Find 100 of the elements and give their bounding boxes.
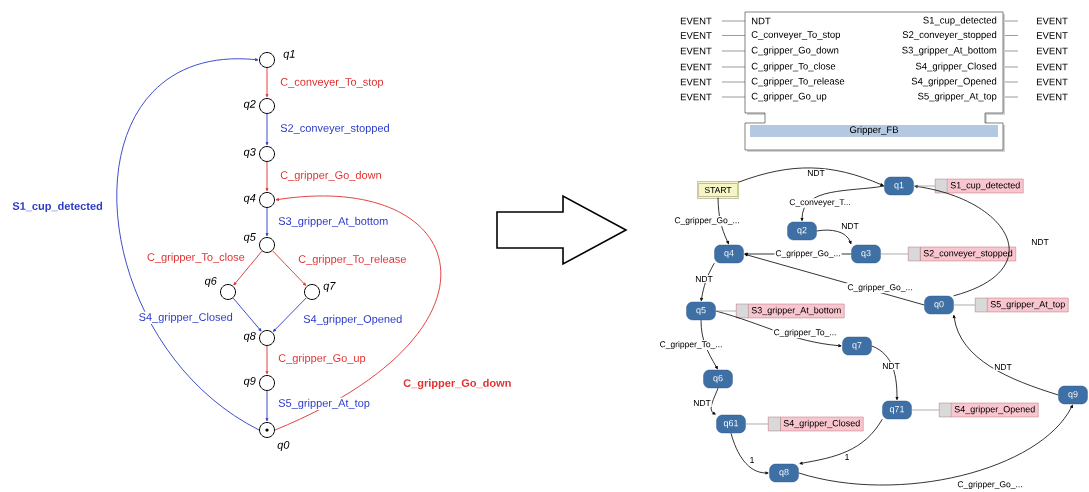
edge-label: NDT bbox=[692, 399, 712, 407]
state-box: q2 bbox=[787, 221, 817, 241]
arrow bbox=[232, 297, 262, 332]
edge-label: C_gripper_To_release bbox=[297, 253, 408, 267]
edge-label: C_gripper_Go_... bbox=[774, 249, 842, 259]
start-box: START bbox=[697, 181, 739, 199]
arrow bbox=[265, 67, 269, 98]
state-box: q5 bbox=[686, 301, 716, 321]
connector-line bbox=[911, 409, 940, 411]
action-box: S2_conveyer_stopped bbox=[908, 246, 1016, 262]
edge-label: S4_gripper_Closed bbox=[137, 311, 234, 325]
state-label: q1 bbox=[283, 50, 295, 60]
arrow bbox=[116, 58, 260, 431]
arrow bbox=[233, 250, 263, 286]
arrow bbox=[265, 345, 269, 375]
edge-label: NDT bbox=[806, 169, 826, 177]
edge-label: C_gripper_Go_... bbox=[956, 480, 1024, 490]
arrow bbox=[952, 314, 1059, 396]
port-label: S1_cup_detected bbox=[923, 16, 997, 26]
port-label: S4_gripper_Closed bbox=[915, 62, 997, 72]
state-label: q9 bbox=[243, 377, 256, 387]
pin-label: EVENT bbox=[680, 93, 712, 101]
arrow bbox=[717, 197, 729, 245]
pin-label: EVENT bbox=[1037, 17, 1068, 25]
edge-label: S2_conveyer_stopped bbox=[279, 122, 391, 136]
action-box: S4_gripper_Closed bbox=[768, 416, 864, 432]
state-label: q6 bbox=[204, 277, 217, 287]
arrow bbox=[710, 387, 719, 415]
state-box: q6 bbox=[703, 369, 733, 389]
pin-label: EVENT bbox=[680, 47, 712, 55]
pin-label: EVENT bbox=[1037, 47, 1068, 55]
state-box: q71 bbox=[882, 400, 912, 420]
action-box: S5_gripper_At_top bbox=[975, 297, 1069, 313]
arrow bbox=[272, 297, 307, 332]
edge-label: C_conveyer_To_stop bbox=[279, 77, 385, 89]
arrow bbox=[265, 161, 269, 192]
state-label: q5 bbox=[243, 233, 256, 243]
arrow bbox=[265, 207, 269, 237]
arrow bbox=[737, 167, 884, 186]
port-label: C_conveyer_To_stop bbox=[751, 31, 841, 40]
port-label: C_gripper_To_release bbox=[751, 77, 845, 87]
arrow bbox=[798, 404, 1073, 486]
connector-line bbox=[953, 304, 976, 306]
edge-label: C_gripper_Go_up bbox=[277, 352, 367, 366]
edge-label: S3_gripper_At_bottom bbox=[277, 215, 390, 229]
edge-label: NDT bbox=[881, 362, 901, 370]
pin-label: EVENT bbox=[680, 63, 712, 71]
edge-label: C_conveyer_T... bbox=[788, 198, 852, 208]
pin-label: EVENT bbox=[1037, 78, 1068, 86]
edge-label: C_gripper_To_... bbox=[772, 328, 838, 338]
state-box: q61 bbox=[716, 414, 746, 434]
port-label: S2_conveyer_stopped bbox=[902, 31, 997, 40]
state-box: q7 bbox=[842, 336, 872, 356]
action-box: S3_gripper_At_bottom bbox=[736, 303, 845, 319]
edge-label: C_gripper_Go_... bbox=[846, 283, 914, 293]
arrow bbox=[265, 390, 269, 422]
port-label: S4_gripper_Opened bbox=[911, 77, 997, 87]
state-label: q2 bbox=[243, 100, 256, 110]
connector-line bbox=[745, 423, 769, 425]
state-box: q8 bbox=[769, 463, 799, 483]
arrow bbox=[800, 185, 885, 222]
connector-line bbox=[880, 253, 909, 255]
arrow bbox=[914, 185, 1010, 297]
action-box: S4_gripper_Opened bbox=[939, 402, 1039, 418]
arrow bbox=[730, 432, 769, 475]
arrow bbox=[816, 229, 852, 245]
edge-label: C_gripper_Go_down bbox=[402, 377, 513, 391]
state-label: q8 bbox=[243, 332, 256, 342]
edge-label: C_gripper_To_... bbox=[658, 340, 724, 350]
edge-label: S4_gripper_Opened bbox=[302, 313, 404, 327]
state-label: q4 bbox=[243, 194, 256, 204]
arrow bbox=[700, 262, 715, 302]
port-label: C_gripper_Go_down bbox=[751, 46, 839, 56]
state-box: q3 bbox=[851, 244, 881, 264]
port-label: NDT bbox=[752, 17, 771, 25]
arrow bbox=[700, 319, 718, 370]
arrow bbox=[799, 418, 883, 465]
edge-label: S5_gripper_At_top bbox=[277, 397, 371, 411]
pin-label: EVENT bbox=[680, 78, 712, 86]
edge-label: C_gripper_Go_... bbox=[673, 216, 741, 226]
port-label: C_gripper_Go_up bbox=[751, 92, 827, 102]
connector-line bbox=[913, 185, 936, 187]
pin-label: EVENT bbox=[680, 17, 712, 25]
edge-label: NDT bbox=[840, 222, 860, 230]
pin-label: EVENT bbox=[1037, 63, 1068, 71]
arrow bbox=[274, 195, 441, 431]
pin-label: EVENT bbox=[1037, 32, 1068, 39]
state-box: q4 bbox=[714, 244, 744, 264]
state-box: q1 bbox=[884, 176, 914, 196]
edge-label: S1_cup_detected bbox=[11, 200, 104, 214]
edge-label: NDT bbox=[993, 363, 1013, 371]
state-label: q7 bbox=[323, 282, 336, 292]
edge-label: 1 bbox=[748, 456, 756, 464]
port-label: S3_gripper_At_bottom bbox=[902, 46, 997, 56]
arrow bbox=[272, 250, 307, 286]
edge-label: C_gripper_Go_down bbox=[279, 169, 383, 183]
edge-label: NDT bbox=[694, 275, 714, 283]
port-label: C_gripper_To_close bbox=[751, 62, 836, 72]
pin-label: EVENT bbox=[680, 32, 712, 39]
action-box: S1_cup_detected bbox=[935, 178, 1024, 194]
